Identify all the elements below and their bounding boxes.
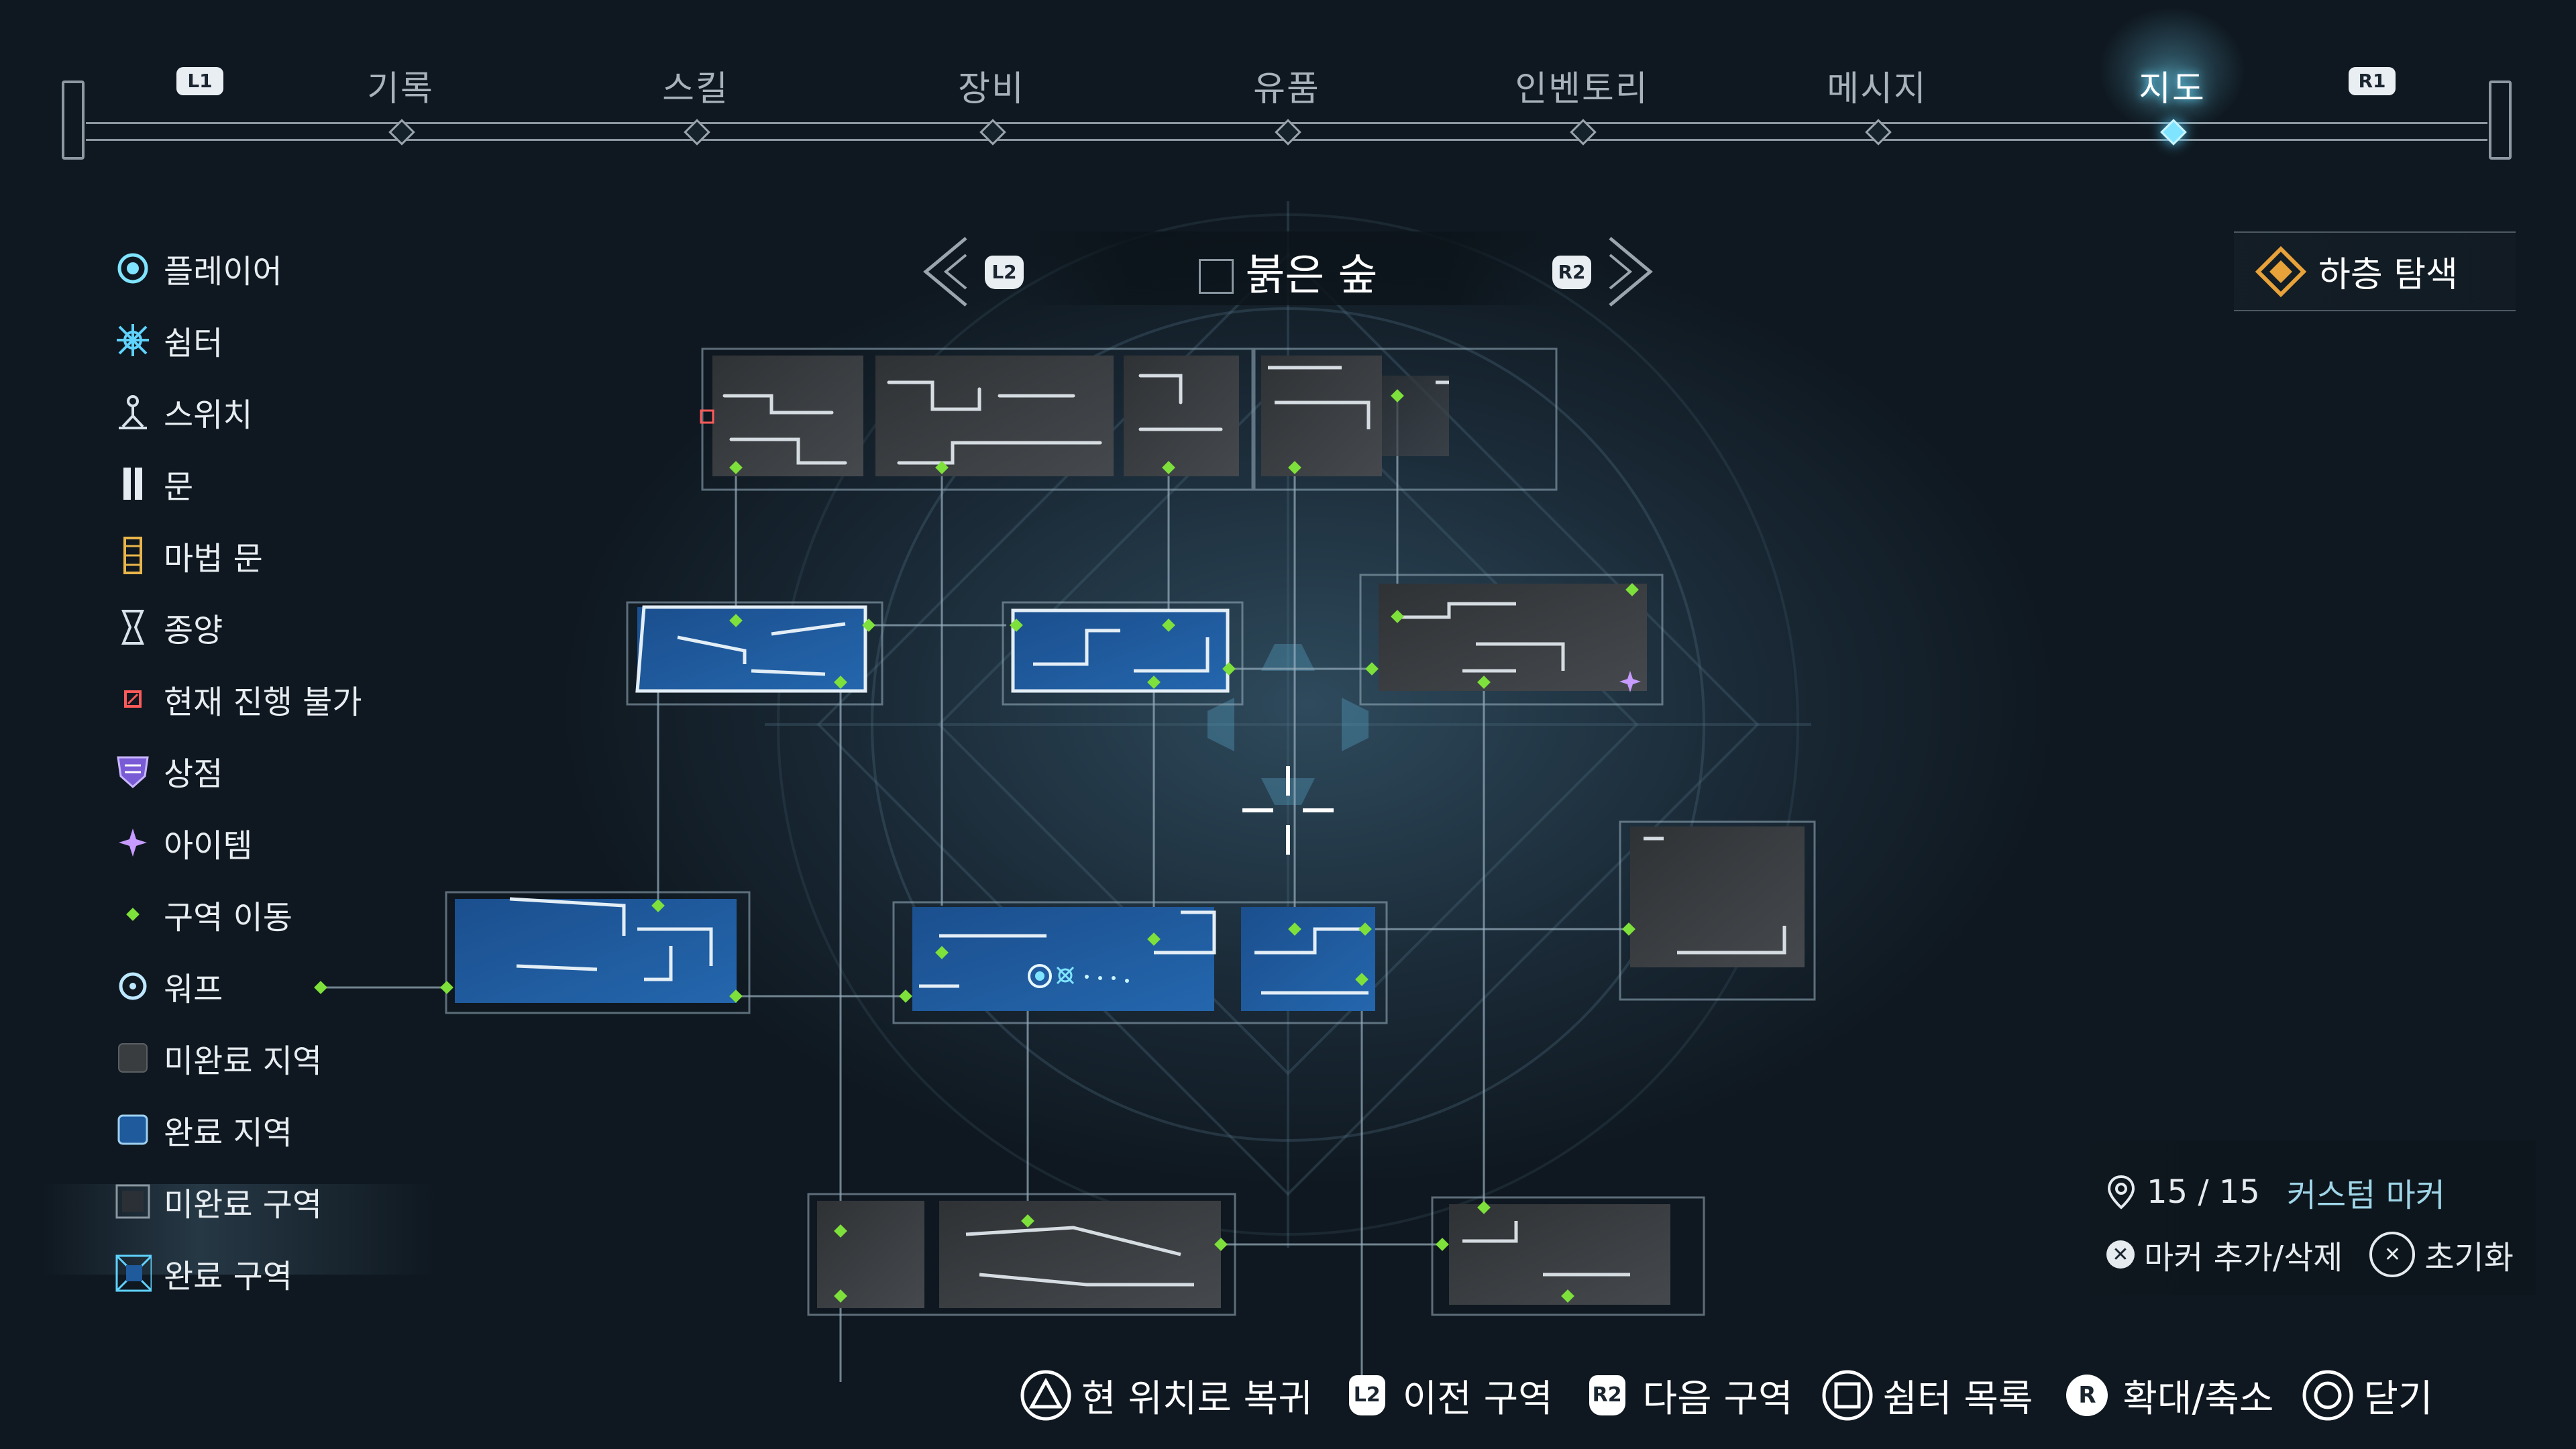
marker-label: 커스텀 마커 xyxy=(2286,1177,2445,1214)
tab-relics[interactable]: 유품 xyxy=(1186,60,1387,146)
r3-button-icon[interactable]: ✕ xyxy=(2369,1232,2416,1277)
zone-top-left[interactable] xyxy=(712,356,1239,476)
r2-icon: R2 xyxy=(1581,1369,1633,1421)
zone-row3-left[interactable] xyxy=(455,897,737,1003)
zone-row2-mid[interactable] xyxy=(1011,608,1230,693)
legend-item-player[interactable]: 플레이어 xyxy=(114,248,282,290)
complete-zone-icon xyxy=(114,1254,152,1292)
legend-item-incomplete-area[interactable]: 미완료 지역 xyxy=(114,1038,322,1080)
lower-search-label: 하층 탐색 xyxy=(2318,255,2458,295)
marker-count-row: 15 / 15 커스텀 마커 xyxy=(2106,1169,2445,1216)
legend-item-switch[interactable]: 스위치 xyxy=(114,392,252,434)
r2-button-icon[interactable]: R2 xyxy=(1552,256,1591,289)
map-connectors xyxy=(321,396,1629,1382)
previous-area-arrow-icon[interactable] xyxy=(919,231,973,312)
legend-item-blocked[interactable]: 현재 진행 불가 xyxy=(114,679,362,721)
prompt-next-zone[interactable]: R2 다음 구역 xyxy=(1581,1368,1793,1423)
prompt-zoom[interactable]: R 확대/축소 xyxy=(2061,1368,2273,1423)
zone-row2-right[interactable] xyxy=(1379,584,1647,692)
magic-door-icon xyxy=(114,537,152,574)
legend-item-complete-zone[interactable]: 완료 구역 xyxy=(114,1253,292,1295)
zone-row3-right[interactable] xyxy=(1630,826,1805,967)
area-header: L2 붉은 숲 R2 xyxy=(919,231,1657,312)
tab-bar-left-cap xyxy=(62,80,85,160)
r1-button-icon[interactable]: R1 xyxy=(2349,67,2396,95)
zone-frames xyxy=(445,347,1816,1316)
warp-icon xyxy=(114,967,152,1005)
item-icon[interactable] xyxy=(1619,671,1641,692)
l1-button-icon[interactable]: L1 xyxy=(176,67,223,95)
legend-item-complete-area[interactable]: 완료 지역 xyxy=(114,1110,292,1152)
map-cursor-crosshair xyxy=(1242,766,1334,855)
legend-item-shop[interactable]: 상점 xyxy=(114,751,223,793)
l2-button-icon[interactable]: L2 xyxy=(985,256,1024,289)
marker-add-remove-label[interactable]: 마커 추가/삭제 xyxy=(2144,1239,2343,1277)
top-tab-bar: L1 R1 기록 스킬 장비 유품 인벤토리 메시지 지도 xyxy=(59,7,2514,160)
incomplete-zone-icon xyxy=(1198,259,1234,294)
legend-item-bell[interactable]: 종양 xyxy=(114,607,223,649)
marker-count: 15 / 15 xyxy=(2147,1173,2260,1211)
tab-messages[interactable]: 메시지 xyxy=(1776,60,1978,146)
blocked-icon[interactable] xyxy=(700,409,714,424)
tab-records[interactable]: 기록 xyxy=(300,60,501,146)
complete-area-icon xyxy=(114,1111,152,1148)
map-pin-icon xyxy=(2107,1175,2135,1210)
legend-item-zone-transfer[interactable]: 구역 이동 xyxy=(114,894,292,936)
bell-icon xyxy=(114,608,152,646)
prompt-shelter-list[interactable]: 쉼터 목록 xyxy=(1821,1368,2033,1423)
legend-item-incomplete-zone[interactable]: 미완료 구역 xyxy=(114,1181,322,1224)
tab-equipment[interactable]: 장비 xyxy=(891,60,1092,146)
shelter-icon[interactable] xyxy=(1056,966,1075,985)
zone-row3-center-current[interactable] xyxy=(912,907,1375,1011)
prompt-close[interactable]: 닫기 xyxy=(2302,1368,2432,1423)
square-icon xyxy=(1821,1369,1874,1421)
legend-selection-highlight xyxy=(40,1184,436,1275)
next-area-arrow-icon[interactable] xyxy=(1603,231,1657,312)
zone-transfer-markers[interactable] xyxy=(314,389,1639,1303)
tab-map[interactable]: 지도 xyxy=(2072,7,2273,146)
item-icon xyxy=(114,824,152,861)
legend-item-item[interactable]: 아이템 xyxy=(114,822,252,865)
marker-actions-row: ✕ 마커 추가/삭제 ✕ 초기화 xyxy=(2106,1231,2514,1278)
cross-button-icon[interactable]: ✕ xyxy=(2106,1240,2135,1269)
lower-search-button[interactable]: 하층 탐색 xyxy=(2234,231,2516,311)
prompt-return-position[interactable]: 현 위치로 복귀 xyxy=(1020,1368,1313,1423)
zone-bottom-right[interactable] xyxy=(1449,1204,1670,1305)
triangle-icon xyxy=(1020,1369,1072,1421)
legend-item-magic-door[interactable]: 마법 문 xyxy=(114,535,263,578)
blocked-icon xyxy=(114,680,152,718)
player-icon xyxy=(114,250,152,287)
zone-bottom-left[interactable] xyxy=(817,1201,1221,1308)
lower-search-diamond-icon xyxy=(2255,246,2307,297)
prompt-previous-zone[interactable]: L2 이전 구역 xyxy=(1341,1368,1553,1423)
player-icon[interactable] xyxy=(1028,964,1052,988)
player-path-trail xyxy=(1085,975,1129,983)
marker-reset-label[interactable]: 초기화 xyxy=(2424,1239,2514,1277)
shelter-icon xyxy=(114,321,152,359)
door-icon xyxy=(114,465,152,502)
legend-item-warp[interactable]: 워프 xyxy=(114,966,223,1008)
zone-row2-left[interactable] xyxy=(635,605,867,693)
tab-skills[interactable]: 스킬 xyxy=(595,60,796,146)
incomplete-area-icon xyxy=(114,1039,152,1077)
legend-item-door[interactable]: 문 xyxy=(114,464,193,506)
area-title: 붉은 숲 xyxy=(919,241,1657,303)
zone-transfer-icon xyxy=(114,896,152,933)
l2-icon: L2 xyxy=(1341,1369,1393,1421)
tab-bar-right-cap xyxy=(2489,80,2512,160)
incomplete-zone-icon xyxy=(114,1183,152,1220)
custom-marker-panel: 15 / 15 커스텀 마커 ✕ 마커 추가/삭제 ✕ 초기화 xyxy=(2066,1140,2536,1295)
tab-inventory[interactable]: 인벤토리 xyxy=(1481,60,1682,146)
legend-item-shelter[interactable]: 쉼터 xyxy=(114,320,223,362)
shop-icon xyxy=(114,752,152,790)
switch-icon xyxy=(114,393,152,431)
area-title-bar xyxy=(1020,231,1556,305)
r-stick-icon: R xyxy=(2061,1369,2113,1421)
button-prompts: 현 위치로 복귀 L2 이전 구역 R2 다음 구역 쉼터 목록 R 확대/축소… xyxy=(1020,1365,2461,1426)
zone-top-right[interactable] xyxy=(1261,356,1449,476)
circle-icon xyxy=(2302,1369,2354,1421)
